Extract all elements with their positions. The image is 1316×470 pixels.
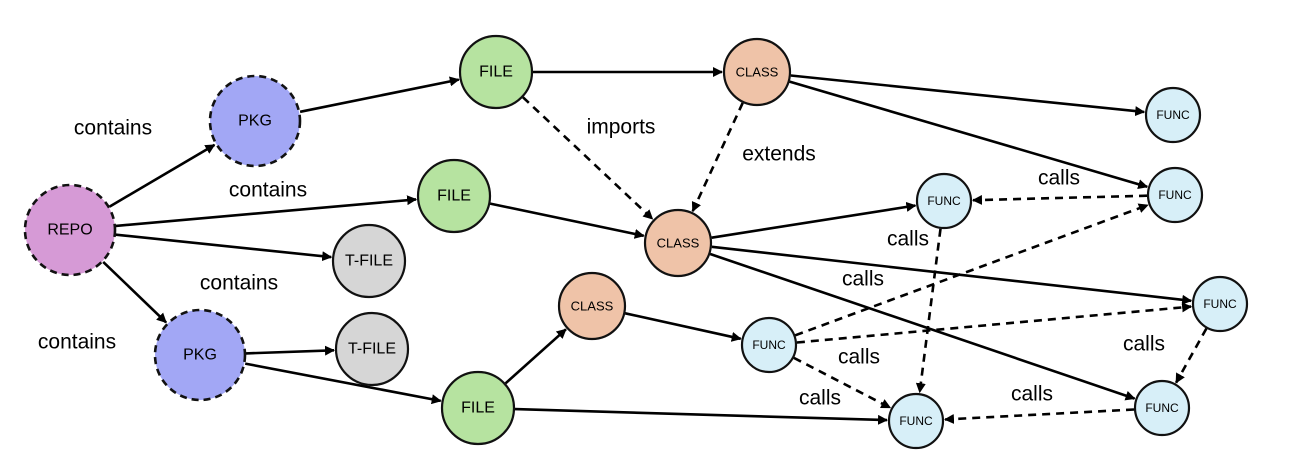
node-label: FUNC [752,338,786,352]
edge-pkg1-to-file1 [299,76,460,114]
func-node-circle [1144,86,1202,144]
edge-label-calls: calls [842,268,884,291]
node-label: T-FILE [348,341,396,358]
edge-file3-to-class3 [504,328,567,385]
func-node-circle [915,172,973,230]
node-func6: FUNC [1133,379,1191,437]
node-func7: FUNC [887,392,945,450]
node-file1: FILE [458,34,534,110]
node-label: FUNC [1158,188,1192,202]
node-pkg2: PKG [153,308,247,402]
edge-func6-to-func7 [944,408,1135,425]
repo-node-circle [23,183,117,277]
edge-file1-to-class2 [522,96,654,220]
edge-label-extends: extends [742,143,816,166]
edge-label-calls: calls [838,346,880,369]
node-label: PKG [238,113,272,130]
node-label: FILE [437,188,471,205]
edge-class2-to-func3 [711,201,917,239]
edge-func4-to-func6 [1174,327,1208,384]
edge-label-calls: calls [887,228,929,251]
node-class2: CLASS [643,208,713,278]
file-node-circle [440,370,516,446]
t-file-node-circle [331,223,407,299]
edge-func5-to-func4 [796,302,1193,344]
func-node-circle [1191,275,1249,333]
func-node-circle [1146,166,1204,224]
func-node-circle [740,316,798,374]
edge-class3-to-func5 [624,312,742,342]
edge-repo-to-pkg2 [102,260,168,324]
node-label: PKG [183,347,217,364]
node-label: FUNC [1156,108,1190,122]
edge-pkg2-to-tfile2 [245,345,335,356]
edge-label-contains: contains [200,272,278,295]
edge-label-contains: contains [38,331,116,354]
func-node-circle [1133,379,1191,437]
node-tfile2: T-FILE [334,311,410,387]
node-file3: FILE [440,370,516,446]
node-repo: REPO [23,183,117,277]
edge-class2-to-func4 [711,245,1193,305]
edge-func2-to-func3 [972,194,1148,205]
node-pkg1: PKG [208,74,302,168]
node-tfile1: T-FILE [331,223,407,299]
node-func2: FUNC [1146,166,1204,224]
node-class3: CLASS [557,271,627,341]
edge-file3-to-func7 [514,407,888,425]
edge-func5-to-func2 [794,203,1149,337]
class-node-circle [643,208,713,278]
file-node-circle [416,158,492,234]
class-node-circle [722,37,792,107]
node-label: T-FILE [345,253,393,270]
edge-func3-to-func7 [915,228,942,394]
edge-label-calls: calls [1123,333,1165,356]
pkg-node-circle [153,308,247,402]
edge-label-calls: calls [1038,167,1080,190]
node-label: FUNC [927,194,961,208]
nodes-layer: REPO PKG PKG FILE FILE FILE T-FILE T-FILE CLASS C… [23,34,1249,450]
node-label: FUNC [1203,297,1237,311]
node-func1: FUNC [1144,86,1202,144]
t-file-node-circle [334,311,410,387]
edge-repo-to-tfile1 [115,233,333,262]
edges-layer [102,67,1208,425]
node-label: FUNC [899,414,933,428]
edge-class1-to-func1 [790,74,1146,117]
node-func4: FUNC [1191,275,1249,333]
edge-class2-to-func6 [709,252,1136,401]
class-node-circle [557,271,627,341]
edge-class1-to-class2 [691,102,744,213]
node-func5: FUNC [740,316,798,374]
edge-func5-to-func7 [793,356,892,409]
edge-label-calls: calls [799,387,841,410]
node-label: FILE [479,64,513,81]
node-label: CLASS [657,236,700,251]
node-file2: FILE [416,158,492,234]
node-label: REPO [47,222,92,239]
edge-pkg2-to-file3 [244,362,442,405]
node-label: FUNC [1145,401,1179,415]
edge-label-imports: imports [587,116,656,139]
node-label: FILE [461,400,495,417]
edge-repo-to-pkg1 [108,143,216,208]
node-class1: CLASS [722,37,792,107]
edge-class1-to-func2 [789,80,1149,190]
func-node-circle [887,392,945,450]
edge-repo-to-file2 [115,195,418,228]
edge-labels-layer: contains contains contains contains imports e… [38,116,1165,410]
edge-label-calls: calls [1011,383,1053,406]
edge-file2-to-class2 [489,202,645,239]
node-func3: FUNC [915,172,973,230]
edge-label-contains: contains [229,179,307,202]
node-label: CLASS [571,299,614,314]
pkg-node-circle [208,74,302,168]
edge-label-contains: contains [74,117,152,140]
file-node-circle [458,34,534,110]
node-label: CLASS [736,65,779,80]
